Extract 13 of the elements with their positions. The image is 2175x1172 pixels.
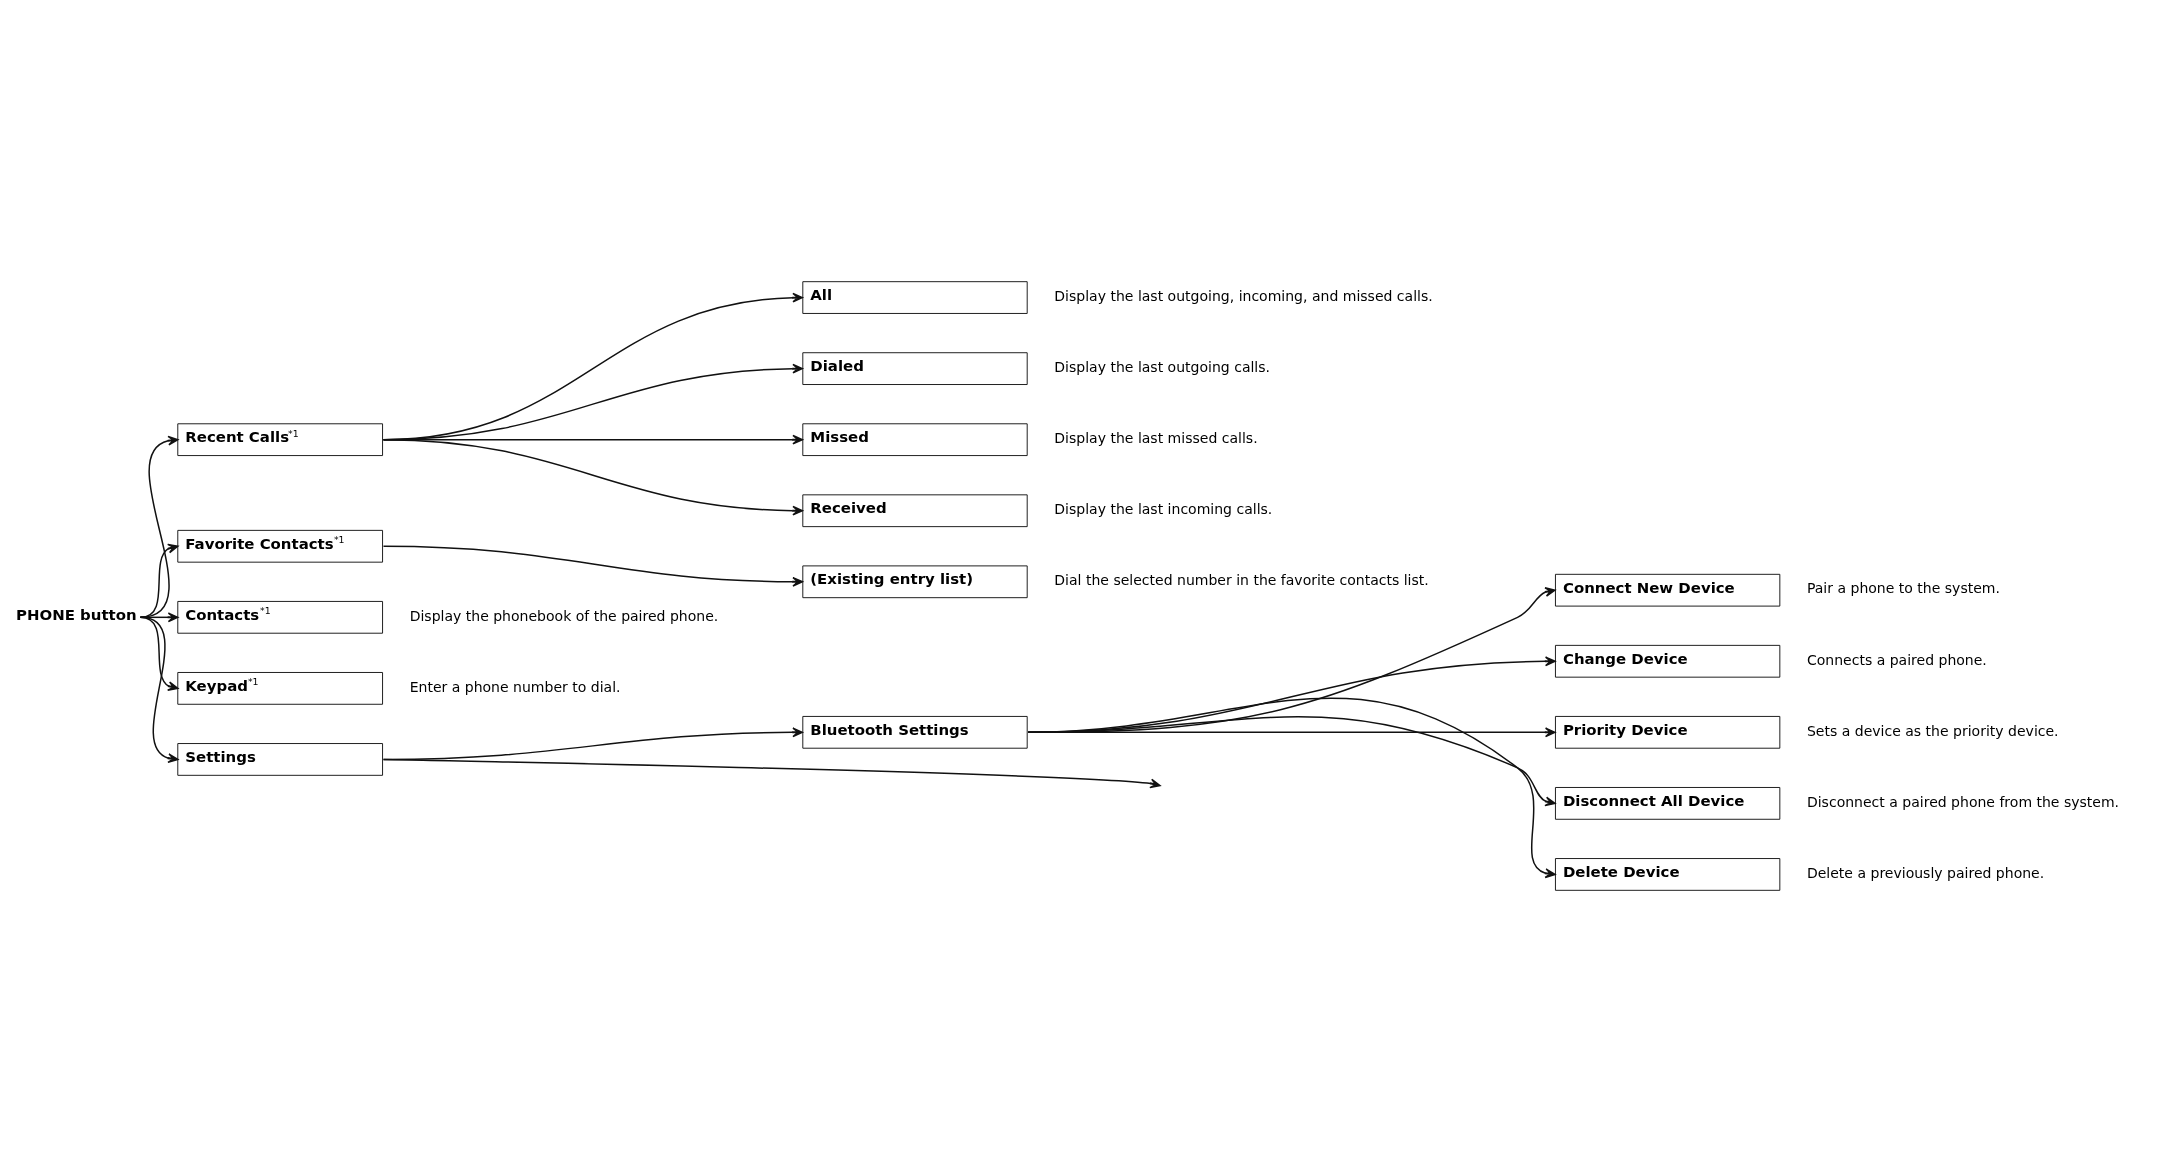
node-text: PHONE button	[16, 605, 137, 624]
node-label: Display the phonebook of the paired phone.	[409, 607, 719, 624]
node-label: Disconnect a paired phone from the system.	[1806, 793, 2120, 810]
node-label: Enter a phone number to dial.	[409, 678, 621, 695]
node-label: Sets a device as the priority device.	[1806, 722, 2059, 739]
node-label: Display the last incoming calls.	[1054, 501, 1273, 518]
node-label: Dial the selected number in the favorite contacts list.	[1054, 572, 1429, 589]
node-label: Display the last outgoing calls.	[1054, 358, 1271, 375]
node-label: Pair a phone to the system.	[1806, 580, 2000, 597]
node-label: Display the last missed calls.	[1054, 429, 1258, 446]
node-label: Delete a previously paired phone.	[1806, 864, 2045, 881]
node-label: Connects a paired phone.	[1806, 651, 1987, 668]
node-label: Display the last outgoing, incoming, and missed calls.	[1054, 287, 1433, 304]
